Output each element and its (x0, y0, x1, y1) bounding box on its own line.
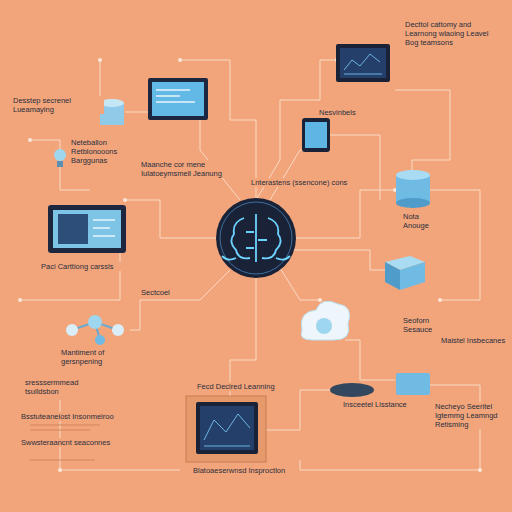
text-label: Nesvinbels (318, 108, 357, 117)
text-label: Desstep secrenel Lueamaying (12, 96, 104, 114)
text-label: Fecd Decired Leanning (196, 382, 276, 391)
text-label: Lnterastens (ssencone) cons (250, 178, 348, 187)
text-label: Blatoaeserwnsd Insproctlon (192, 466, 294, 475)
text-label: sresssermmead tsulldsbon (24, 378, 100, 396)
text-label: Neteballon Retblonooons Barggunas (70, 138, 144, 165)
text-label: Paci Carttiong carssls (40, 262, 122, 271)
text-label: Bsstuteaneiost Insonmeiroo (20, 412, 142, 421)
text-label: Decttol cattomy and Learnong wlaoing Lea… (404, 20, 504, 47)
text-label: Seoforn Sesauce (402, 316, 450, 334)
text-label: Sectcoel (140, 288, 171, 297)
text-label: Maistel Insbecanes (440, 336, 508, 345)
text-label: Nota Anouge (402, 212, 444, 230)
text-label: Swwsteraancnt seaconnes (20, 438, 142, 447)
text-label: Maanche cor mene Iulatoeymsmell Jeanung (140, 160, 242, 178)
text-label: Insceetel Lisstance (342, 400, 434, 409)
text-label: Necheyo Seeritel Igtemmg Leamngd Retismi… (434, 402, 508, 429)
text-label: Mantiment of gersnpening (60, 348, 126, 366)
